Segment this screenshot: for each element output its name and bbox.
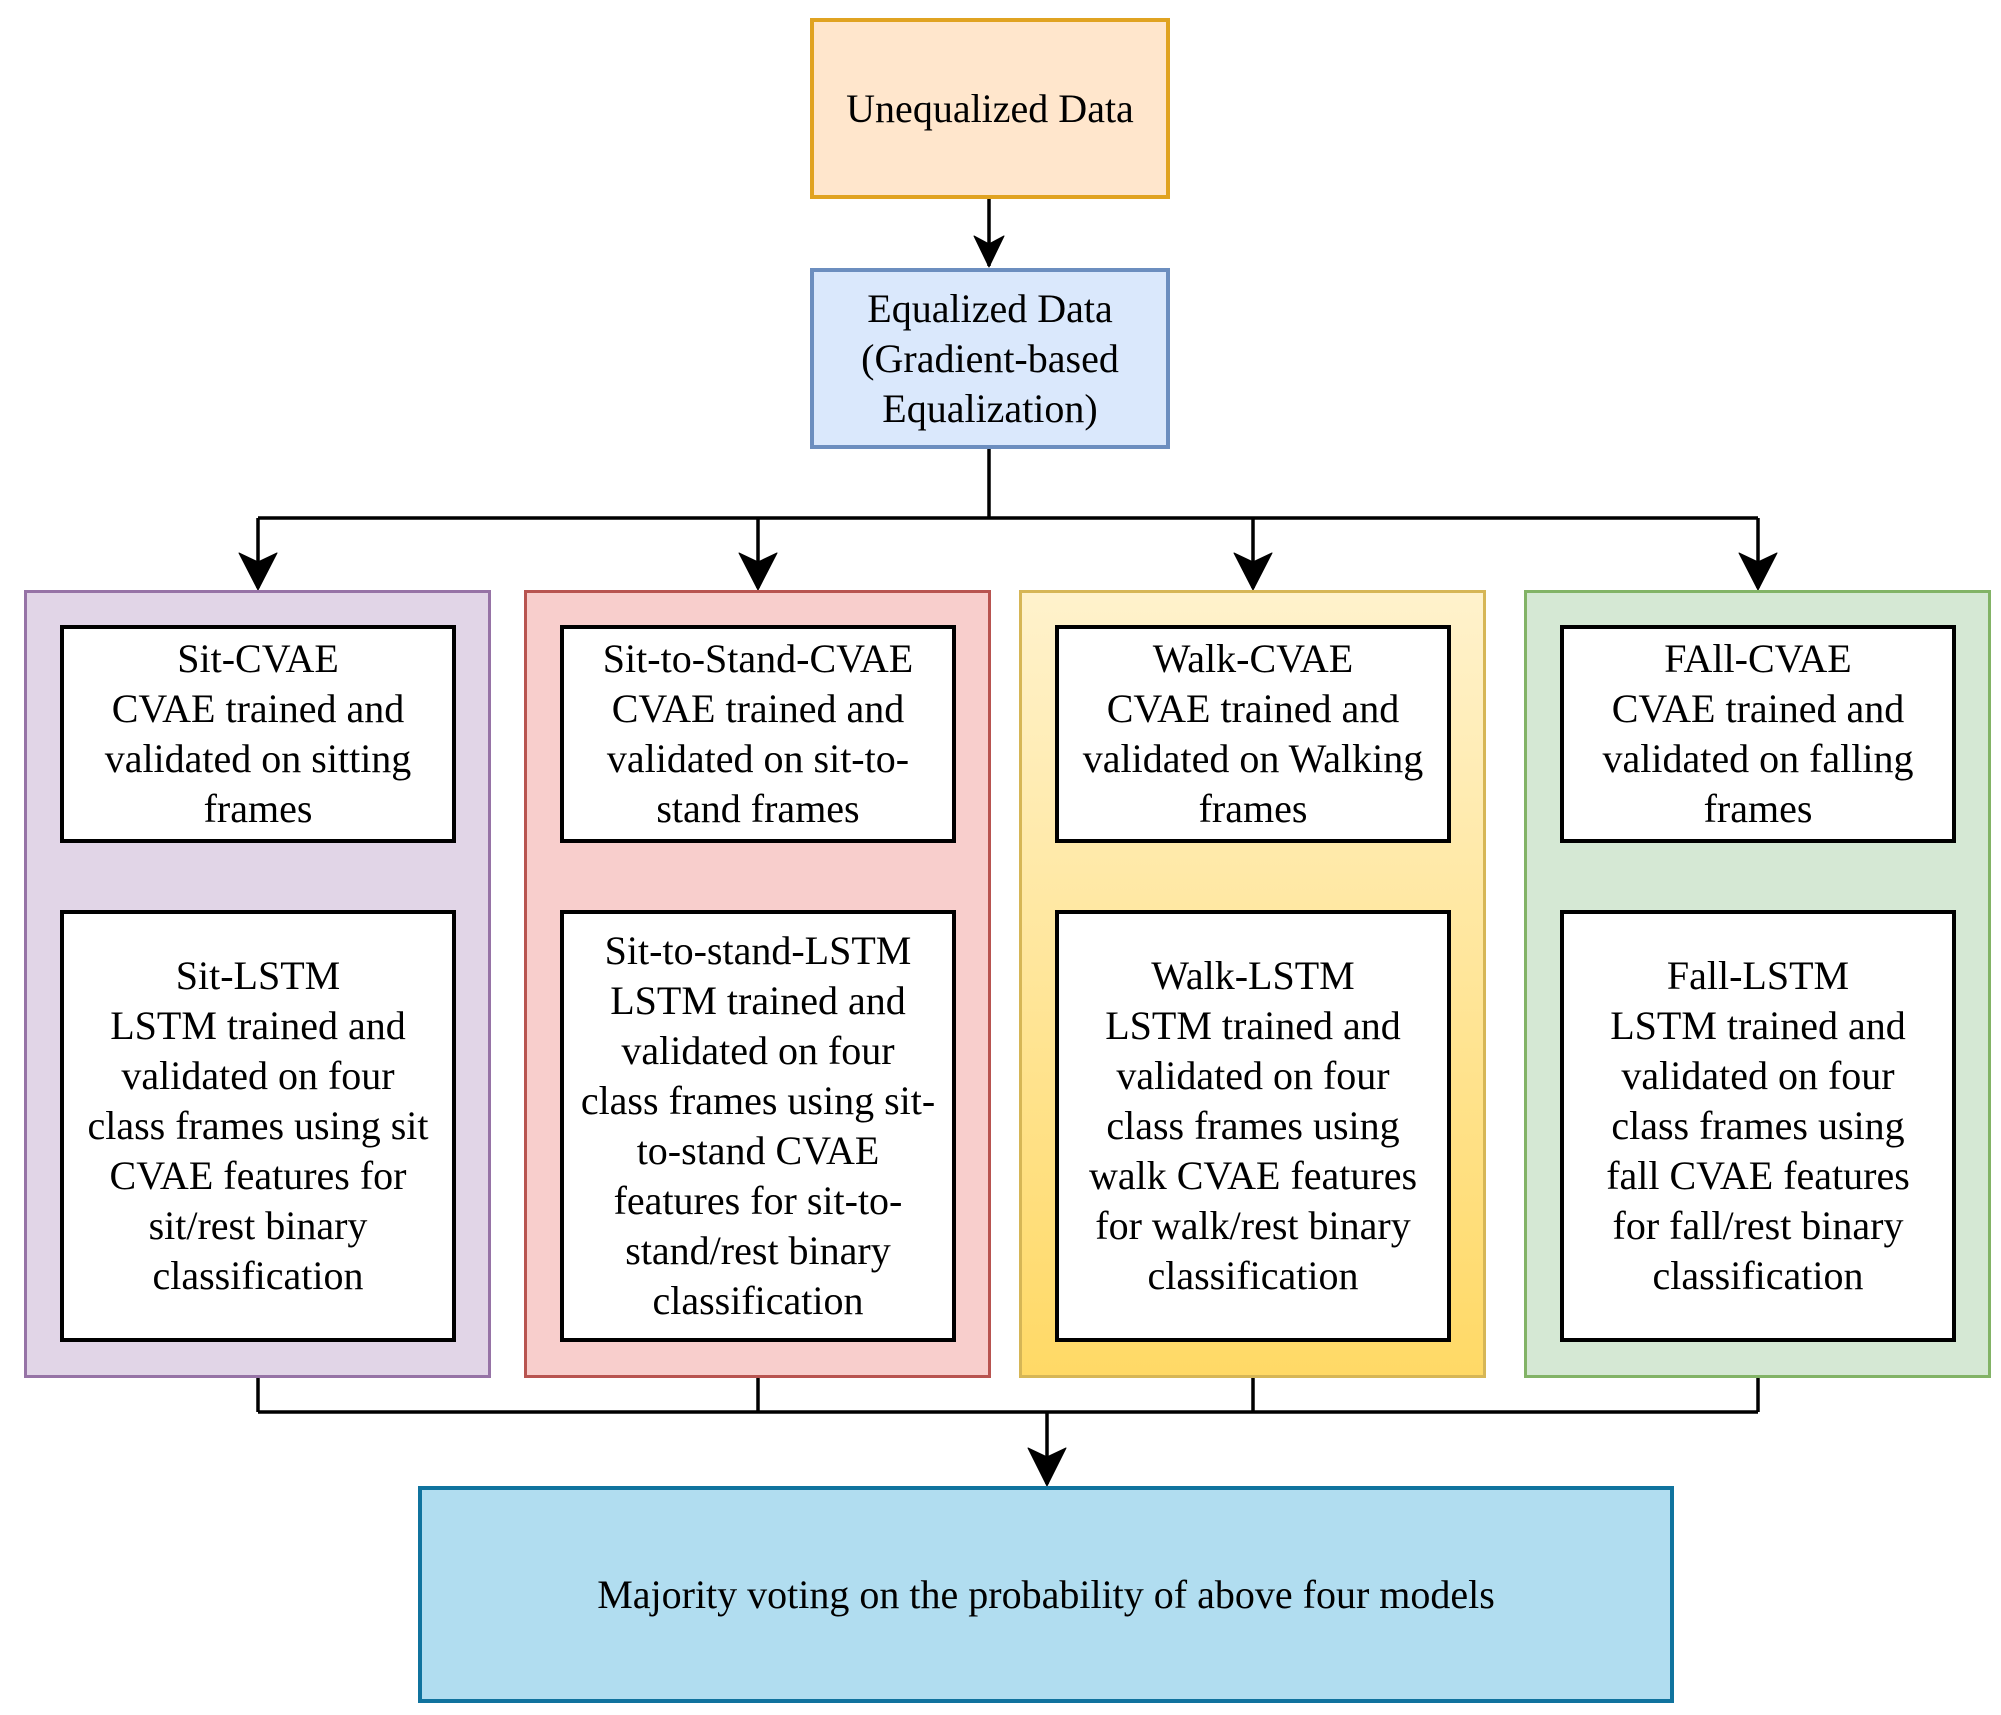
sit-to-stand-lstm-box: Sit-to-stand-LSTM LSTM trained and valid… [560, 910, 956, 1342]
walk-cvae-label: Walk-CVAE CVAE trained and validated on … [1082, 636, 1424, 831]
majority-voting-label: Majority voting on the probability of ab… [597, 1571, 1495, 1617]
sit-cvae-label: Sit-CVAE CVAE trained and validated on s… [104, 636, 412, 831]
fall-lstm-box: Fall-LSTM LSTM trained and validated on … [1560, 910, 1956, 1342]
sit-to-stand-cvae-box: Sit-to-Stand-CVAE CVAE trained and valid… [560, 625, 956, 843]
equalized-data-label: Equalized Data (Gradient-based Equalizat… [861, 285, 1119, 431]
sit-to-stand-lstm-label: Sit-to-stand-LSTM LSTM trained and valid… [580, 928, 936, 1323]
unequalized-data-label: Unequalized Data [846, 85, 1134, 131]
majority-voting-box: Majority voting on the probability of ab… [418, 1486, 1674, 1703]
unequalized-data-box: Unequalized Data [810, 18, 1170, 199]
arrowhead-equalized [973, 235, 1005, 268]
walk-lstm-label: Walk-LSTM LSTM trained and validated on … [1088, 953, 1418, 1298]
sit-cvae-box: Sit-CVAE CVAE trained and validated on s… [60, 625, 456, 843]
equalized-data-box: Equalized Data (Gradient-based Equalizat… [810, 268, 1170, 449]
fall-lstm-label: Fall-LSTM LSTM trained and validated on … [1606, 953, 1910, 1298]
sit-lstm-label: Sit-LSTM LSTM trained and validated on f… [87, 953, 429, 1298]
fall-cvae-label: FAll-CVAE CVAE trained and validated on … [1602, 636, 1914, 831]
arrowhead-sts-panel [738, 552, 778, 591]
walk-lstm-box: Walk-LSTM LSTM trained and validated on … [1055, 910, 1451, 1342]
walk-cvae-box: Walk-CVAE CVAE trained and validated on … [1055, 625, 1451, 843]
sit-lstm-box: Sit-LSTM LSTM trained and validated on f… [60, 910, 456, 1342]
arrowhead-walk-panel [1233, 552, 1273, 591]
arrowhead-sit-panel [238, 552, 278, 591]
fall-cvae-box: FAll-CVAE CVAE trained and validated on … [1560, 625, 1956, 843]
arrowhead-fall-panel [1738, 552, 1778, 591]
arrowhead-voting [1027, 1447, 1067, 1487]
sit-to-stand-cvae-label: Sit-to-Stand-CVAE CVAE trained and valid… [602, 636, 914, 831]
